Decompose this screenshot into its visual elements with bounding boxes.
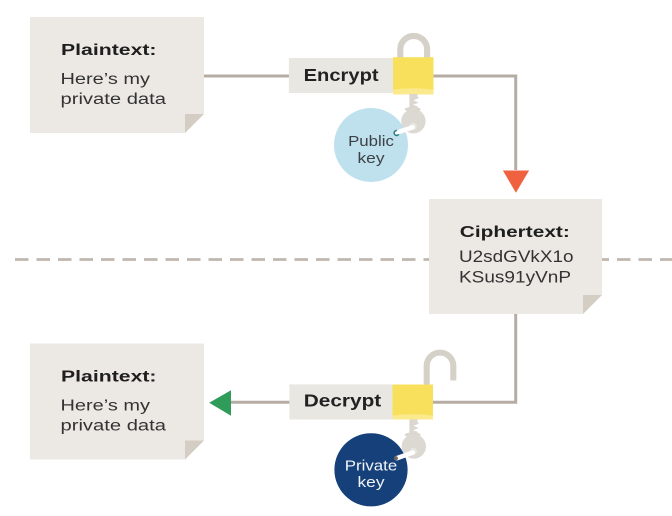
- svg-text:U2sdGVkX1o: U2sdGVkX1o: [459, 248, 574, 266]
- svg-text:Plaintext:: Plaintext:: [61, 368, 157, 385]
- svg-text:Private: Private: [345, 458, 398, 475]
- svg-text:Decrypt: Decrypt: [304, 391, 382, 411]
- svg-text:key: key: [358, 474, 386, 491]
- svg-text:KSus91yVnP: KSus91yVnP: [459, 268, 571, 286]
- svg-text:Public: Public: [348, 133, 394, 150]
- svg-text:Plaintext:: Plaintext:: [61, 42, 157, 59]
- svg-text:Ciphertext:: Ciphertext:: [460, 224, 570, 241]
- svg-text:Here’s my: Here’s my: [61, 71, 151, 88]
- svg-text:private data: private data: [61, 418, 167, 435]
- svg-text:Here’s my: Here’s my: [61, 398, 151, 415]
- svg-text:key: key: [358, 150, 386, 167]
- svg-text:Encrypt: Encrypt: [304, 65, 379, 85]
- svg-text:private data: private data: [61, 91, 167, 108]
